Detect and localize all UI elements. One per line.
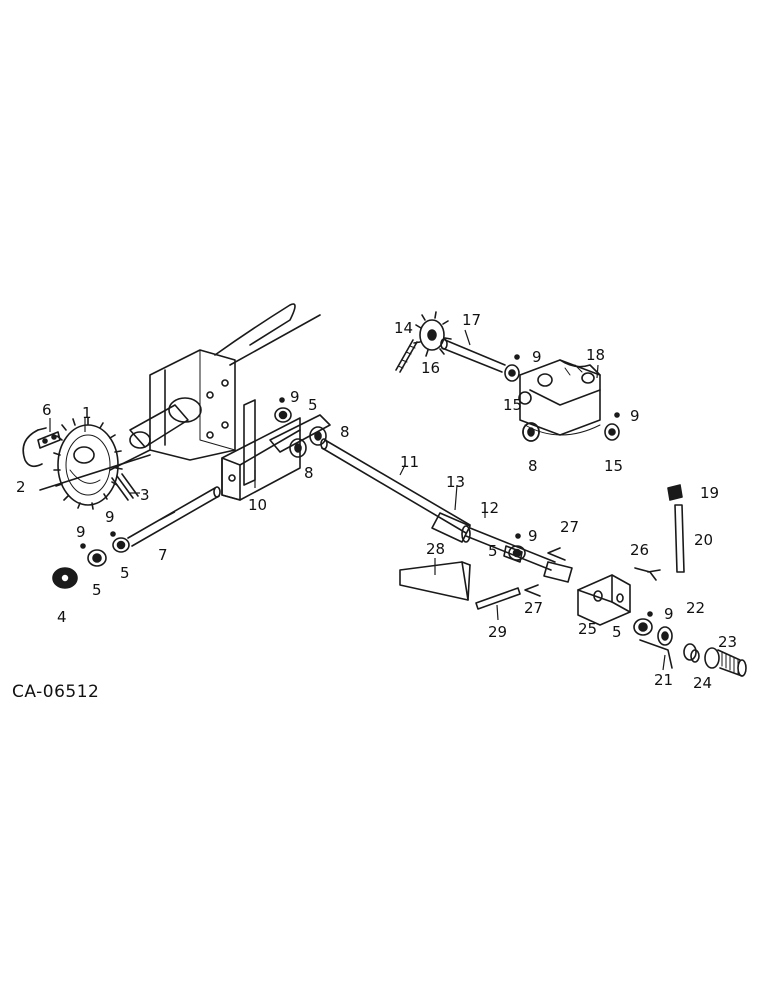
u-bolt-2-drawing xyxy=(22,427,47,468)
callout-5-b: 5 xyxy=(120,564,130,582)
callout-9-c: 9 xyxy=(290,388,300,406)
bracket-18-drawing xyxy=(519,359,601,436)
callout-8-a: 8 xyxy=(340,423,350,441)
callout-1: 1 xyxy=(82,404,92,422)
callout-5-c: 5 xyxy=(308,396,318,414)
callout-13: 13 xyxy=(446,473,465,491)
callout-9-e: 9 xyxy=(630,407,640,425)
callout-17: 17 xyxy=(462,311,481,329)
plate-6-drawing xyxy=(37,431,61,449)
coupler-13-drawing xyxy=(431,512,471,543)
bracket-25-drawing xyxy=(577,574,631,626)
callout-21: 21 xyxy=(654,671,673,689)
bearings-15-drawing xyxy=(518,391,620,442)
shield-28-drawing xyxy=(399,561,471,601)
clips-27-drawing xyxy=(524,547,566,597)
callout-3: 3 xyxy=(140,486,150,504)
callout-labels: 1 2 3 4 5 5 5 5 5 6 7 8 8 8 9 9 9 9 9 9 … xyxy=(16,311,737,692)
chain-3-drawing xyxy=(111,473,139,501)
callout-24: 24 xyxy=(693,674,712,692)
callout-5-d: 5 xyxy=(488,542,498,560)
callout-27-b: 27 xyxy=(524,599,543,617)
callout-5-e: 5 xyxy=(612,623,622,641)
callout-9-b: 9 xyxy=(105,508,115,526)
shaft-17-drawing xyxy=(440,338,506,373)
bracket-10-drawing xyxy=(221,399,331,501)
callout-4: 4 xyxy=(57,608,67,626)
callout-23: 23 xyxy=(718,633,737,651)
callout-15-b: 15 xyxy=(604,457,623,475)
callout-7: 7 xyxy=(158,546,168,564)
callout-6: 6 xyxy=(42,401,52,419)
pins-9-drawing xyxy=(80,354,653,617)
callout-29: 29 xyxy=(488,623,507,641)
key-21-drawing xyxy=(639,639,673,669)
spacer-23-drawing xyxy=(683,643,700,663)
hub-24-drawing xyxy=(704,647,747,677)
pin-26-drawing xyxy=(634,567,661,581)
bearing-22-drawing xyxy=(657,626,673,646)
callout-9-a: 9 xyxy=(76,523,86,541)
leader-lines xyxy=(49,329,666,671)
shaft-7-drawing xyxy=(127,486,221,547)
callout-28: 28 xyxy=(426,540,445,558)
callout-9-f: 9 xyxy=(528,527,538,545)
callout-8-c: 8 xyxy=(528,457,538,475)
clip-19-drawing xyxy=(667,484,683,501)
shaft-11-drawing xyxy=(320,438,471,534)
callout-12: 12 xyxy=(480,499,499,517)
rod-20-drawing xyxy=(674,504,685,573)
callout-18: 18 xyxy=(586,346,605,364)
callout-19: 19 xyxy=(700,484,719,502)
callout-26: 26 xyxy=(630,541,649,559)
callout-15-a: 15 xyxy=(503,396,522,414)
main-frame-drawing xyxy=(39,303,321,491)
callout-10: 10 xyxy=(248,496,267,514)
callout-22: 22 xyxy=(686,599,705,617)
chain-14-drawing xyxy=(395,339,418,373)
fitting-12-drawing xyxy=(503,545,523,563)
callout-9-d: 9 xyxy=(532,348,542,366)
callout-8-b: 8 xyxy=(304,464,314,482)
callout-2: 2 xyxy=(16,478,26,496)
sprocket-4-drawing xyxy=(52,567,78,589)
callout-27-a: 27 xyxy=(560,518,579,536)
sprocket-16-drawing xyxy=(413,311,452,357)
shaft-12-drawing xyxy=(465,527,573,583)
callout-5-a: 5 xyxy=(92,581,102,599)
callout-14: 14 xyxy=(394,319,413,337)
callout-16: 16 xyxy=(421,359,440,377)
callout-11: 11 xyxy=(400,453,419,471)
callout-9-g: 9 xyxy=(664,605,674,623)
callout-20: 20 xyxy=(694,531,713,549)
rod-29-drawing xyxy=(475,587,521,610)
callout-25: 25 xyxy=(578,620,597,638)
document-id: CA-06512 xyxy=(12,682,99,702)
sprocket-1-drawing xyxy=(53,417,123,510)
